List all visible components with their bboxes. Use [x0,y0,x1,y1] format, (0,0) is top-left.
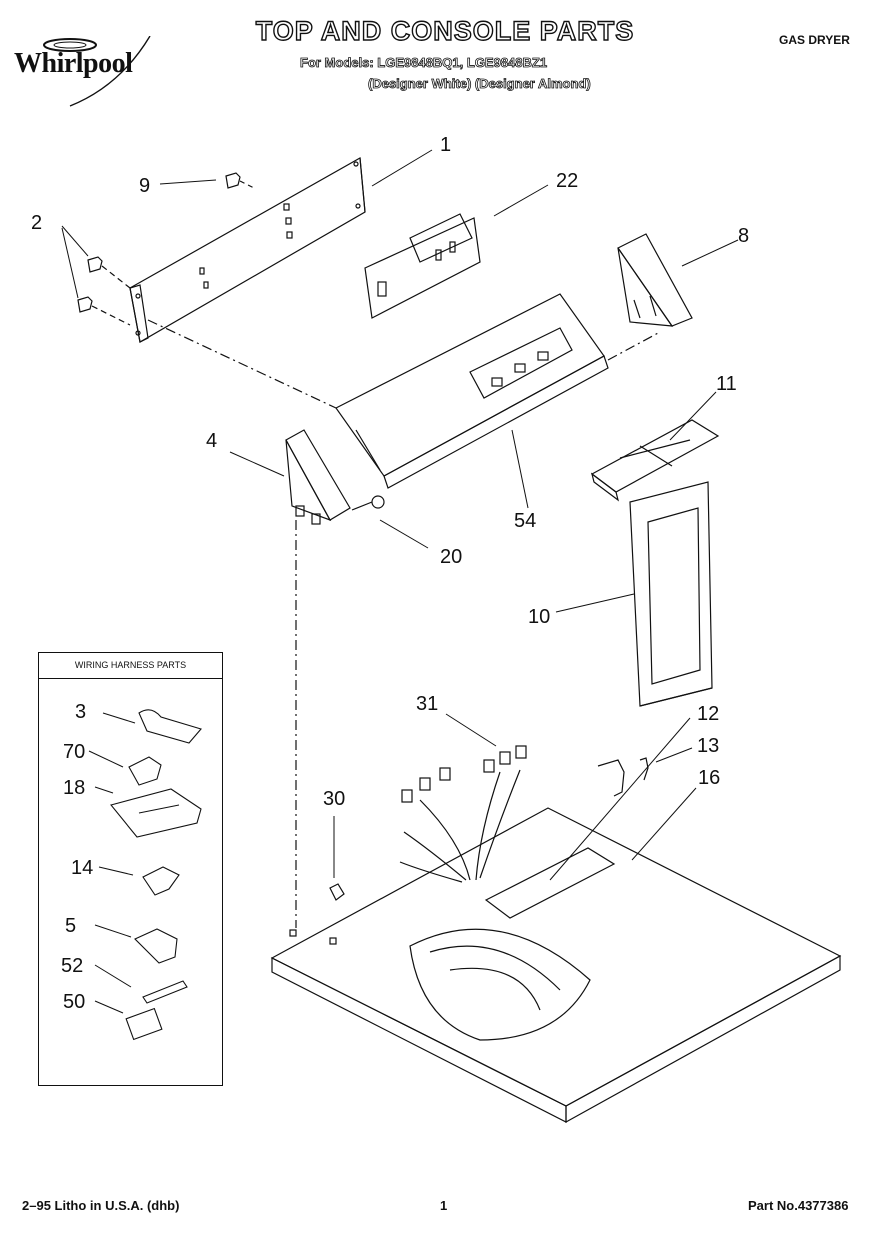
footer-litho: 2–95 Litho in U.S.A. (dhb) [22,1198,180,1213]
console [335,293,609,489]
harness-callout-50: 50 [63,991,86,1013]
connector-70 [128,756,162,786]
callout-1: 1 [440,134,452,156]
connector-18 [110,788,202,838]
appliance-type: GAS DRYER [779,33,850,47]
terminal-3 [138,709,202,744]
callout-30: 30 [323,788,346,810]
harness-heading: WIRING HARNESS PARTS [39,653,222,679]
harness-callout-52: 52 [61,955,84,977]
harness-callout-14: 14 [71,857,94,879]
callout-22: 22 [556,170,579,192]
harness-callout-18: 18 [63,777,86,799]
callout-13: 13 [697,735,720,757]
clip-14 [142,866,180,896]
right-end-cap [617,233,693,327]
screw-9 [225,172,255,189]
dryer-top [270,807,842,1124]
wiring-harness-parts-box: WIRING HARNESS PARTS 3 70 18 14 5 52 50 [38,652,223,1086]
terminal-52 [142,980,188,1004]
screw-20 [351,495,385,511]
callout-10: 10 [528,606,551,628]
callout-12: 12 [697,703,720,725]
callout-4: 4 [206,430,218,452]
callout-9: 9 [139,175,151,197]
callout-2: 2 [31,212,43,234]
callout-8: 8 [738,225,750,247]
bracket-12 [597,759,625,797]
screw-13 [639,757,649,781]
screw-2b [77,296,131,326]
harness-callout-3: 3 [75,701,87,723]
callout-31: 31 [416,693,439,715]
harness-callout-5: 5 [65,915,77,937]
lint-duct [629,481,713,707]
callout-20: 20 [440,546,463,568]
footer-page-number: 1 [440,1198,448,1213]
callout-11: 11 [716,373,737,395]
screw-2a [87,256,131,289]
models-line: For Models: LGE9848BQ1, LGE9848BZ1 [300,55,548,71]
harness-callout-70: 70 [63,741,86,763]
page-title: TOP AND CONSOLE PARTS [255,15,635,46]
brand-name: Whirlpool [14,48,133,79]
connector-50 [125,1007,163,1041]
wire-harness-upper [399,745,527,883]
callout-54: 54 [514,510,537,532]
brand-logo: Whirlpool [14,48,133,80]
console-back-panel [129,157,366,343]
footer-part-number: Part No.4377386 [748,1198,849,1213]
control-board [364,213,481,319]
callout-16: 16 [698,767,721,789]
left-end-cap [285,429,351,525]
clip-30 [329,883,345,901]
colors-line: (Designer White) (Designer Almond) [368,76,592,92]
connector-5 [134,928,178,964]
lint-screen [590,419,720,502]
logo-swoosh-icon [43,36,151,107]
harness-parts-drawing [88,709,202,1041]
wire-harness-lower [409,928,591,1041]
